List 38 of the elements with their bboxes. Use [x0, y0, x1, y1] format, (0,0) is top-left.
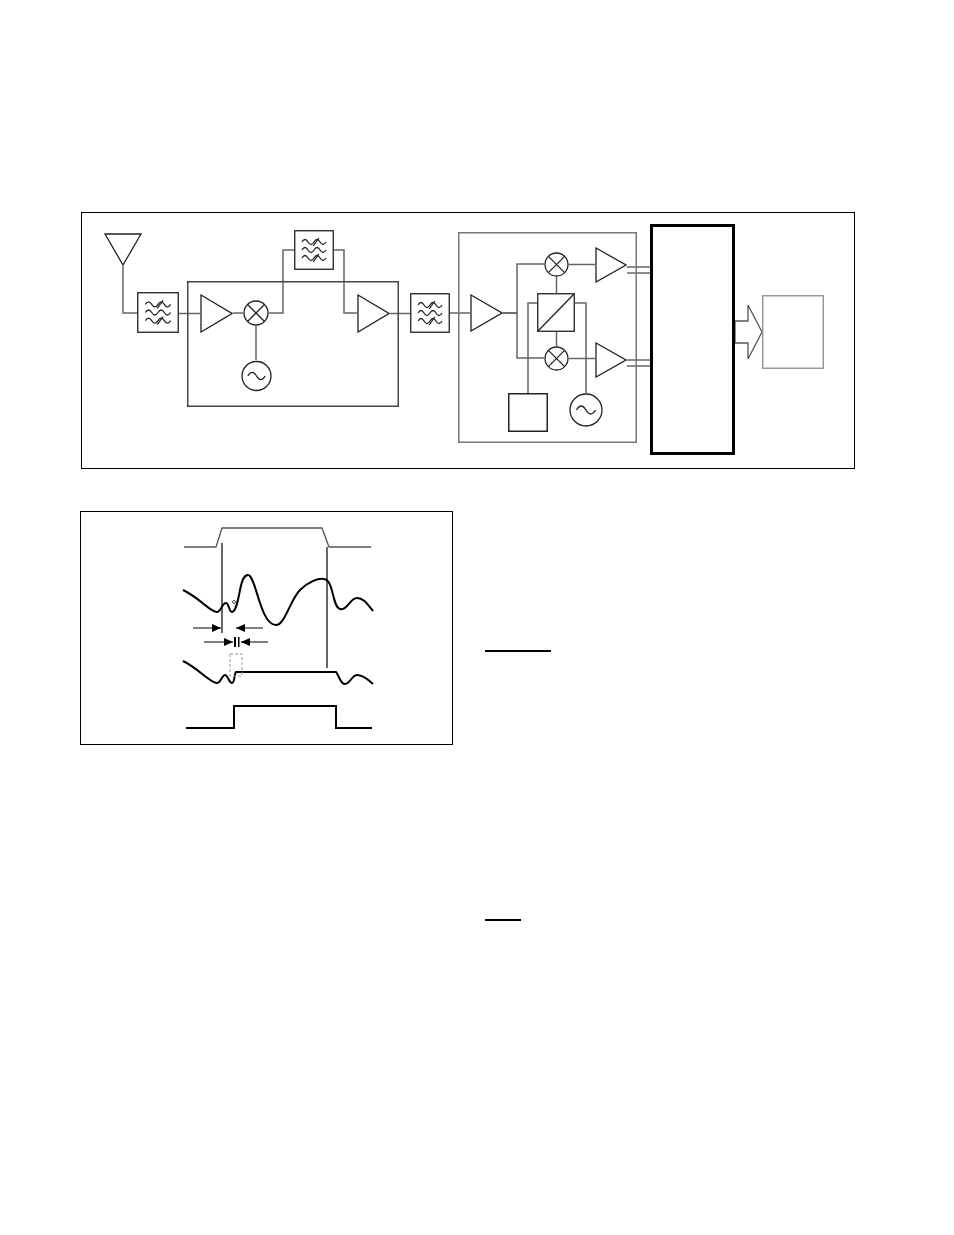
- filter-symbol: [410, 293, 450, 333]
- connector-line: [178, 312, 201, 315]
- connector-line: [568, 357, 596, 360]
- block-box: [650, 224, 735, 455]
- amplifier-triangle: [595, 247, 627, 283]
- antenna-symbol: [104, 233, 142, 266]
- filter-symbol: [137, 292, 179, 333]
- amplifier-triangle: [470, 294, 503, 332]
- connector-line: [502, 312, 545, 359]
- amplifier-triangle: [595, 342, 627, 378]
- connector-line: [574, 302, 587, 394]
- amplifier-triangle: [200, 294, 233, 333]
- oscillator-symbol: [569, 393, 603, 427]
- connector-line: [527, 302, 538, 394]
- connector-line: [626, 266, 651, 268]
- connector-line: [568, 263, 596, 266]
- connector-line: [232, 312, 244, 314]
- filter-symbol: [294, 230, 334, 270]
- splitter-symbol: [537, 293, 575, 332]
- mixer-symbol: [243, 300, 269, 326]
- mixer-symbol: [544, 252, 569, 277]
- connector-line: [333, 249, 358, 314]
- mixer-symbol: [544, 346, 569, 371]
- connector-line: [122, 265, 138, 314]
- connector-line: [389, 312, 411, 315]
- block-box: [508, 393, 548, 432]
- block-arrow: [734, 304, 763, 360]
- connector-line: [626, 272, 651, 274]
- connector-line: [626, 365, 651, 367]
- connector-line: [268, 249, 295, 314]
- block-box: [762, 295, 824, 369]
- block-box: [458, 232, 637, 443]
- connector-line: [626, 359, 651, 361]
- amplifier-triangle: [357, 294, 390, 333]
- oscillator-symbol: [241, 360, 272, 392]
- connector-line: [449, 312, 471, 314]
- connector-line: [255, 325, 257, 361]
- block-box: [187, 281, 399, 407]
